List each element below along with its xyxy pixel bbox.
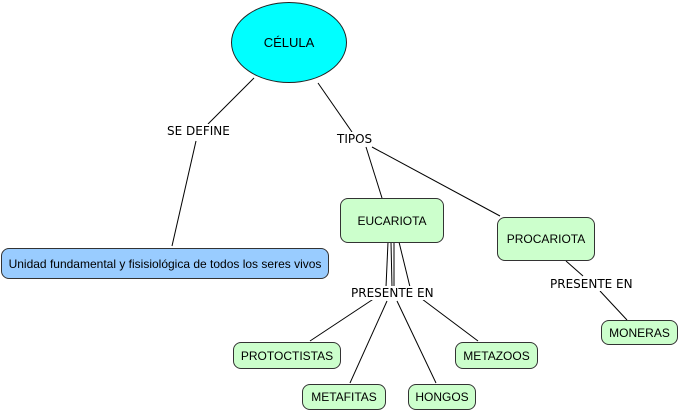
concept-metafitas[interactable]: METAFITAS bbox=[302, 384, 386, 410]
concept-moneras-label: MONERAS bbox=[609, 325, 670, 340]
line-presente-metafitas bbox=[349, 300, 388, 384]
line-procariota-presente bbox=[565, 260, 584, 277]
concept-celula-label: CÉLULA bbox=[263, 35, 315, 50]
concept-protoctistas[interactable]: PROTOCTISTAS bbox=[233, 342, 341, 369]
link-phrase-se-define[interactable]: SE DEFINE bbox=[166, 124, 231, 138]
line-presente-moneras bbox=[599, 290, 628, 321]
concept-celula[interactable]: CÉLULA bbox=[231, 2, 347, 83]
concept-metazoos-label: METAZOOS bbox=[463, 348, 530, 363]
line-presente-hongos bbox=[396, 300, 437, 384]
link-phrase-presente-en-procariota[interactable]: PRESENTE EN bbox=[549, 277, 634, 291]
concept-metazoos[interactable]: METAZOOS bbox=[455, 342, 538, 369]
concept-procariota[interactable]: PROCARIOTA bbox=[497, 217, 595, 261]
concept-eucariota-label: EUCARIOTA bbox=[357, 213, 427, 228]
concept-definicion[interactable]: Unidad fundamental y fisisiológica de to… bbox=[1, 248, 329, 279]
line-eucariota-presente-4 bbox=[398, 241, 411, 288]
line-celula-tipos bbox=[317, 82, 353, 133]
concept-metafitas-label: METAFITAS bbox=[311, 390, 377, 404]
link-phrase-tipos[interactable]: TIPOS bbox=[336, 132, 374, 146]
concept-procariota-label: PROCARIOTA bbox=[506, 232, 586, 246]
concept-hongos-label: HONGOS bbox=[415, 390, 469, 404]
line-eucariota-presente-2 bbox=[390, 241, 393, 288]
concept-protoctistas-label: PROTOCTISTAS bbox=[240, 348, 334, 363]
line-eucariota-presente-1 bbox=[385, 241, 389, 288]
line-tipos-procariota bbox=[371, 146, 501, 217]
concept-definicion-label: Unidad fundamental y fisisiológica de to… bbox=[8, 256, 322, 271]
line-tipos-eucariota bbox=[365, 146, 383, 199]
link-phrase-presente-en-eucariota[interactable]: PRESENTE EN bbox=[350, 286, 435, 300]
concept-hongos[interactable]: HONGOS bbox=[408, 384, 476, 410]
line-se-define-definicion bbox=[171, 140, 197, 247]
concept-eucariota[interactable]: EUCARIOTA bbox=[340, 198, 444, 243]
line-celula-se-define bbox=[207, 77, 255, 125]
line-presente-metazoos bbox=[417, 295, 479, 342]
concept-moneras[interactable]: MONERAS bbox=[601, 320, 678, 345]
line-presente-protoctistas bbox=[309, 295, 379, 342]
